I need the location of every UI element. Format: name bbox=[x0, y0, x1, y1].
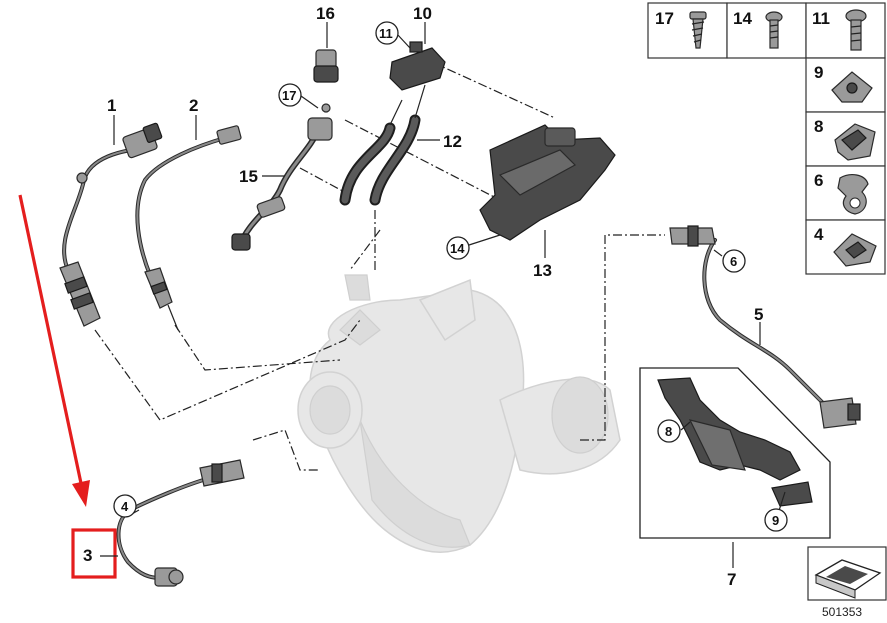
callout-11-ring bbox=[375, 21, 399, 45]
callout-1: 1 bbox=[107, 96, 116, 115]
part-12-vacuum-hoses bbox=[339, 84, 426, 206]
callout-6: 6 bbox=[730, 254, 737, 269]
cell-11 bbox=[805, 2, 886, 59]
part-13-bracket bbox=[479, 124, 616, 241]
small-parts-grid: 17 14 11 9 8 6 4 bbox=[647, 2, 886, 275]
callout-13: 13 bbox=[533, 261, 552, 280]
clamp-6-icon bbox=[837, 174, 869, 215]
callout-14: 14 bbox=[450, 241, 465, 256]
grid-label-8: 8 bbox=[814, 117, 823, 136]
nut-4-icon bbox=[833, 233, 877, 267]
reference-number: 501353 bbox=[822, 605, 862, 619]
callout-14-ring bbox=[446, 236, 470, 260]
part-5-lambda-sensor bbox=[669, 225, 861, 429]
cell-14 bbox=[726, 2, 807, 59]
orientation-box bbox=[807, 546, 887, 601]
callout-11: 11 bbox=[379, 26, 393, 41]
grid-label-4: 4 bbox=[814, 225, 824, 244]
callout-9: 9 bbox=[772, 513, 779, 528]
leader-lines bbox=[100, 22, 786, 568]
clip-9-icon bbox=[831, 71, 873, 103]
screw-14-icon bbox=[765, 11, 783, 49]
callout-2: 2 bbox=[189, 96, 198, 115]
callout-3: 3 bbox=[83, 546, 92, 565]
callout-10: 10 bbox=[413, 4, 432, 23]
callout-4-ring bbox=[113, 494, 137, 518]
cell-17 bbox=[647, 2, 728, 59]
callout-16: 16 bbox=[316, 4, 335, 23]
part-15-pipe bbox=[231, 103, 333, 251]
grid-label-9: 9 bbox=[814, 63, 823, 82]
orientation-arrow-icon bbox=[814, 559, 882, 599]
callout-12: 12 bbox=[443, 132, 462, 151]
highlight-box bbox=[71, 528, 117, 579]
callout-8: 8 bbox=[665, 424, 672, 439]
callout-17-ring bbox=[278, 83, 302, 107]
part-2-temperature-sensor bbox=[135, 125, 242, 331]
callout-17: 17 bbox=[282, 88, 296, 103]
grid-label-14: 14 bbox=[733, 9, 752, 28]
callout-15: 15 bbox=[239, 167, 258, 186]
clip-8-icon bbox=[834, 123, 876, 161]
part-1-temperature-sensor bbox=[59, 122, 163, 327]
callout-6-ring bbox=[722, 249, 746, 273]
grid-label-17: 17 bbox=[655, 9, 674, 28]
screw-17-icon bbox=[689, 11, 707, 49]
connection-lines bbox=[94, 61, 665, 471]
callout-7: 7 bbox=[727, 570, 736, 589]
grid-label-11: 11 bbox=[812, 9, 830, 28]
catalytic-converter-ghost bbox=[297, 274, 621, 553]
screw-11-icon bbox=[845, 9, 867, 51]
highlight-arrow bbox=[18, 194, 90, 507]
callout-5: 5 bbox=[754, 305, 763, 324]
callout-9-ring bbox=[764, 508, 788, 532]
callouts: 1 2 3 4 5 6 7 8 9 10 11 12 13 14 15 16 1… bbox=[83, 4, 788, 589]
part-16-sensor-plug bbox=[313, 49, 339, 83]
part-3-sensor-assembly bbox=[116, 459, 245, 587]
callout-4: 4 bbox=[121, 499, 129, 514]
grid-label-6: 6 bbox=[814, 171, 823, 190]
part-10-pressure-sensor bbox=[389, 41, 446, 91]
callout-8-ring bbox=[657, 419, 681, 443]
inset-detail-group bbox=[639, 367, 831, 539]
